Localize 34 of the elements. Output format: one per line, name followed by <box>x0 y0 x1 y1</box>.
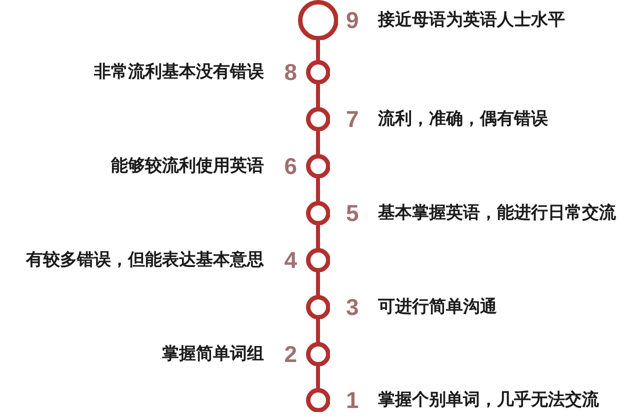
level-number: 2 <box>284 341 297 367</box>
milestone-circle <box>306 388 330 412</box>
timeline-line <box>316 129 320 156</box>
timeline-line <box>316 317 320 344</box>
timeline-line <box>316 364 320 390</box>
level-description: 可进行简单沟通 <box>378 296 497 318</box>
level-description: 基本掌握英语，能进行日常交流 <box>378 202 616 224</box>
level-description: 接近母语为英语人士水平 <box>378 9 565 31</box>
milestone-circle <box>306 60 330 84</box>
milestone-circle <box>306 154 330 178</box>
timeline-line <box>316 223 320 250</box>
level-number: 5 <box>346 200 359 226</box>
level-number: 4 <box>284 247 297 273</box>
milestone-circle <box>306 294 330 320</box>
level-description: 掌握简单词组 <box>162 343 264 365</box>
milestone-circle <box>306 106 330 132</box>
level-description: 流利，准确，偶有错误 <box>378 108 548 130</box>
milestone-circle <box>306 248 330 272</box>
timeline-line <box>316 176 320 203</box>
level-number: 8 <box>284 59 297 85</box>
level-number: 6 <box>284 153 297 179</box>
level-number: 7 <box>346 106 359 132</box>
level-number: 3 <box>346 294 359 320</box>
milestone-circle <box>306 200 330 226</box>
timeline-line <box>316 38 320 62</box>
level-description: 能够较流利使用英语 <box>111 155 264 177</box>
timeline-line <box>316 82 320 109</box>
level-number: 9 <box>346 7 359 33</box>
level-description: 非常流利基本没有错误 <box>94 61 264 83</box>
level-number: 1 <box>346 387 359 413</box>
milestone-circle <box>306 342 330 366</box>
level-description: 掌握个别单词，几乎无法交流 <box>378 389 599 411</box>
timeline-line <box>316 270 320 297</box>
level-description: 有较多错误，但能表达基本意思 <box>26 249 264 271</box>
